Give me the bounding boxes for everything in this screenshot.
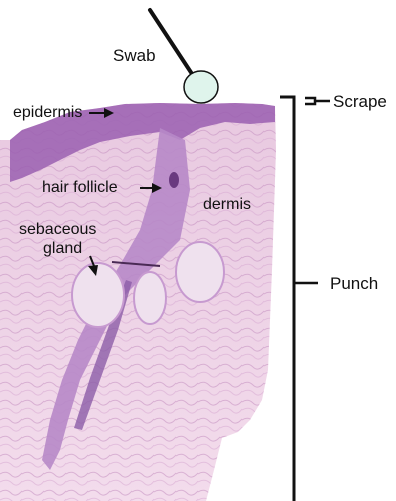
sebaceous-gland-right bbox=[176, 242, 224, 302]
swab-tip bbox=[184, 71, 218, 103]
label-sebaceous-line2: gland bbox=[43, 240, 82, 257]
hair-bulb-dark bbox=[169, 172, 179, 188]
swab-stick bbox=[150, 10, 196, 80]
punch-bracket bbox=[280, 97, 318, 501]
sebaceous-gland-left bbox=[72, 263, 124, 327]
label-hair-follicle: hair follicle bbox=[42, 179, 118, 196]
sebaceous-gland-middle bbox=[134, 272, 166, 324]
label-swab: Swab bbox=[113, 46, 156, 65]
label-dermis: dermis bbox=[203, 196, 251, 213]
swab-illustration bbox=[150, 10, 218, 103]
label-scrape: Scrape bbox=[333, 92, 387, 111]
label-epidermis: epidermis bbox=[13, 104, 82, 121]
tissue-section bbox=[0, 103, 276, 501]
scrape-bracket bbox=[305, 98, 330, 104]
label-sebaceous-line1: sebaceous bbox=[19, 221, 96, 238]
label-punch: Punch bbox=[330, 274, 378, 293]
